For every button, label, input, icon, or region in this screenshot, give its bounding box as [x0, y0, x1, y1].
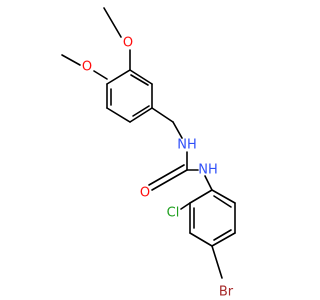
atom-label-o-carbonyl: O	[140, 186, 150, 201]
atom-label-nh-top: NH	[177, 138, 197, 153]
bond-line	[103, 7, 122, 38]
bond-line	[180, 202, 191, 210]
atom-label-o-methoxy-left: O	[82, 60, 92, 75]
atom-label-br: Br	[219, 285, 234, 300]
bond-line	[204, 175, 213, 191]
bond-line	[172, 121, 183, 139]
atom-label-o-methoxy-top: O	[123, 36, 133, 51]
atom-label-cl: Cl	[167, 206, 180, 221]
atom-label-nh-bottom: NH	[198, 163, 218, 178]
molecule-drawing: O O NH O NH Cl Br	[61, 7, 236, 300]
bond-line	[211, 245, 223, 279]
bond-line	[213, 229, 232, 241]
bond-line	[189, 232, 213, 247]
structure-diagram: O O NH O NH Cl Br	[61, 7, 236, 300]
bond-line	[211, 232, 236, 247]
bond-line	[129, 107, 153, 123]
bond-line	[93, 70, 108, 80]
bond-line	[106, 107, 131, 123]
bond-line	[211, 189, 236, 204]
bond-line	[129, 69, 153, 85]
bond-line	[151, 107, 174, 123]
bond-line	[132, 105, 150, 117]
bond-line	[130, 74, 149, 86]
bond-line	[61, 54, 81, 66]
bond-line	[148, 164, 185, 186]
bond-layer	[61, 7, 236, 279]
bond-line	[106, 69, 131, 85]
bond-line	[189, 189, 213, 204]
bond-line	[213, 195, 232, 208]
bond-line	[151, 169, 188, 191]
